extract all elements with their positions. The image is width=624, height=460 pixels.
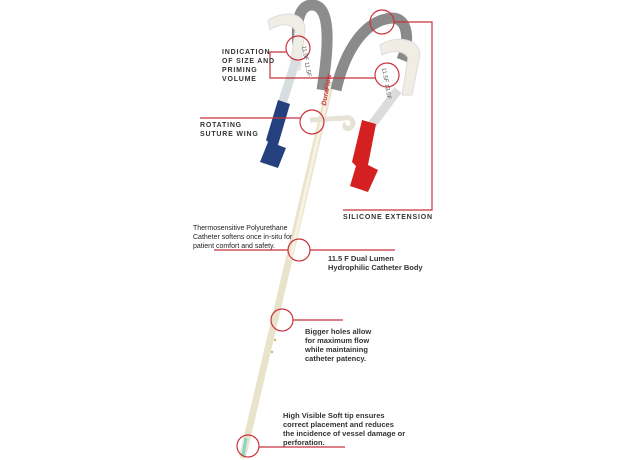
silicone-extension-right: [330, 12, 413, 92]
clamp-right: [379, 38, 421, 96]
callout-circle-tip: [236, 434, 260, 458]
tube-marking-right: 11.5F 13.5F: [380, 67, 392, 100]
catheter-tip: [241, 437, 248, 457]
callout-circle-wing: [299, 109, 325, 135]
arterial-connector: [350, 120, 378, 192]
label-silicone-extension: SILICONE EXTENSION: [343, 214, 433, 221]
callout-circle-priming: [374, 62, 400, 88]
tube-marking-left: 11.5F 11.5F: [300, 45, 311, 77]
label-bigger-holes: Bigger holes allow for maximum flow whil…: [305, 327, 372, 363]
label-soft-tip: High Visible Soft tip ensures correct pl…: [283, 411, 406, 447]
label-thermosensitive: Thermosensitive Polyurethane Catheter so…: [193, 225, 293, 250]
suture-wing: [309, 115, 356, 131]
venous-connector: [260, 100, 290, 168]
callout-circle-size: [285, 35, 311, 61]
label-size-priming: INDICATION OF SIZE AND PRIMING VOLUME: [222, 49, 275, 83]
label-catheter-body: 11.5 F Dual Lumen Hydrophilic Catheter B…: [328, 254, 423, 272]
label-suture-wing: ROTATING SUTURE WING: [200, 122, 259, 138]
